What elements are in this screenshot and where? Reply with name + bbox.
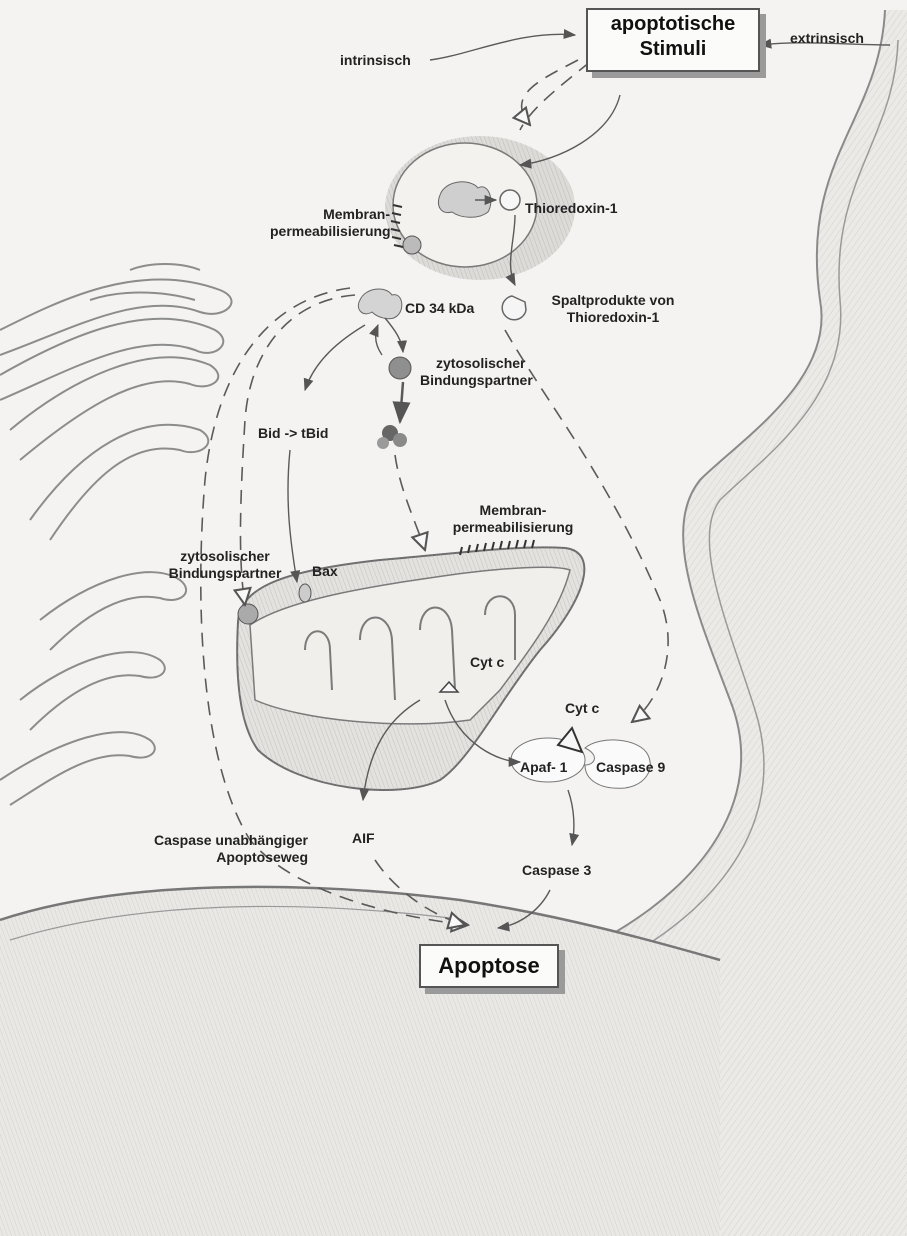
mito-partner-line1: zytosolischer xyxy=(160,548,290,565)
stimuli-line1: apoptotische xyxy=(588,12,758,37)
cleavage-label: Spaltprodukte von Thioredoxin-1 xyxy=(538,292,688,326)
arrow-apoptosome-to-caspase3 xyxy=(568,790,574,845)
cytosolic-partner-top-label: zytosolischer Bindungspartner xyxy=(420,355,533,389)
arrow-intrinsic xyxy=(430,34,575,60)
cytosolic-partner-top-line1: zytosolischer xyxy=(420,355,533,372)
nucleus-membrane-label: Membran- permeabilisierung xyxy=(270,206,390,240)
apaf-label: Apaf- 1 xyxy=(520,759,567,776)
mito-cytc-label: Cyt c xyxy=(470,654,504,671)
cytosolic-partner-top xyxy=(389,357,411,379)
mito-membrane-label: Membran- permeabilisierung xyxy=(438,502,588,536)
arrow-cd34-to-bid xyxy=(305,325,365,390)
caspase-independent-line1: Caspase unabhängiger xyxy=(108,832,308,849)
apoptosome-cytc-label: Cyt c xyxy=(565,700,599,717)
partner-complex xyxy=(377,425,407,449)
mito-partner-line2: Bindungspartner xyxy=(160,565,290,582)
caspase-independent-label: Caspase unabhängiger Apoptoseweg xyxy=(108,832,308,866)
endoplasmic-reticulum xyxy=(0,264,231,805)
cleavage-line2: Thioredoxin-1 xyxy=(538,309,688,326)
intrinsic-label: intrinsisch xyxy=(340,52,411,69)
bid-label: Bid -> tBid xyxy=(258,425,328,442)
thioredoxin-cleavage-product xyxy=(502,296,526,320)
arrow-partner-to-cd34 xyxy=(376,325,382,355)
arrow-partner-to-complex xyxy=(400,382,403,422)
cleavage-line1: Spaltprodukte von xyxy=(538,292,688,309)
arrow-cd34-to-partner xyxy=(385,318,403,352)
mito-membrane-line2: permeabilisierung xyxy=(438,519,588,536)
mito-partner-label: zytosolischer Bindungspartner xyxy=(160,548,290,582)
stimuli-line2: Stimuli xyxy=(588,37,758,62)
mito-membrane-line1: Membran- xyxy=(438,502,588,519)
cytosolic-partner-top-line2: Bindungspartner xyxy=(420,372,533,389)
caspase9-label: Caspase 9 xyxy=(596,759,665,776)
caspase3-label: Caspase 3 xyxy=(522,862,591,879)
cd34-label: CD 34 kDa xyxy=(405,300,474,317)
apoptose-box: Apoptose xyxy=(419,944,559,988)
arrow-complex-to-mito xyxy=(395,455,425,550)
stimuli-box: apoptotische Stimuli xyxy=(586,8,760,72)
nucleus-membrane-line2: permeabilisierung xyxy=(270,223,390,240)
cell-membrane-bottom xyxy=(0,887,720,1236)
caspase-independent-line2: Apoptoseweg xyxy=(108,849,308,866)
nucleus-membrane-line1: Membran- xyxy=(270,206,390,223)
cd34-protein xyxy=(358,289,401,319)
bax-label: Bax xyxy=(312,563,338,580)
extrinsic-label: extrinsisch xyxy=(790,30,864,47)
apoptose-label: Apoptose xyxy=(438,953,539,978)
aif-label: AIF xyxy=(352,830,375,847)
thioredoxin-label: Thioredoxin-1 xyxy=(525,200,618,217)
